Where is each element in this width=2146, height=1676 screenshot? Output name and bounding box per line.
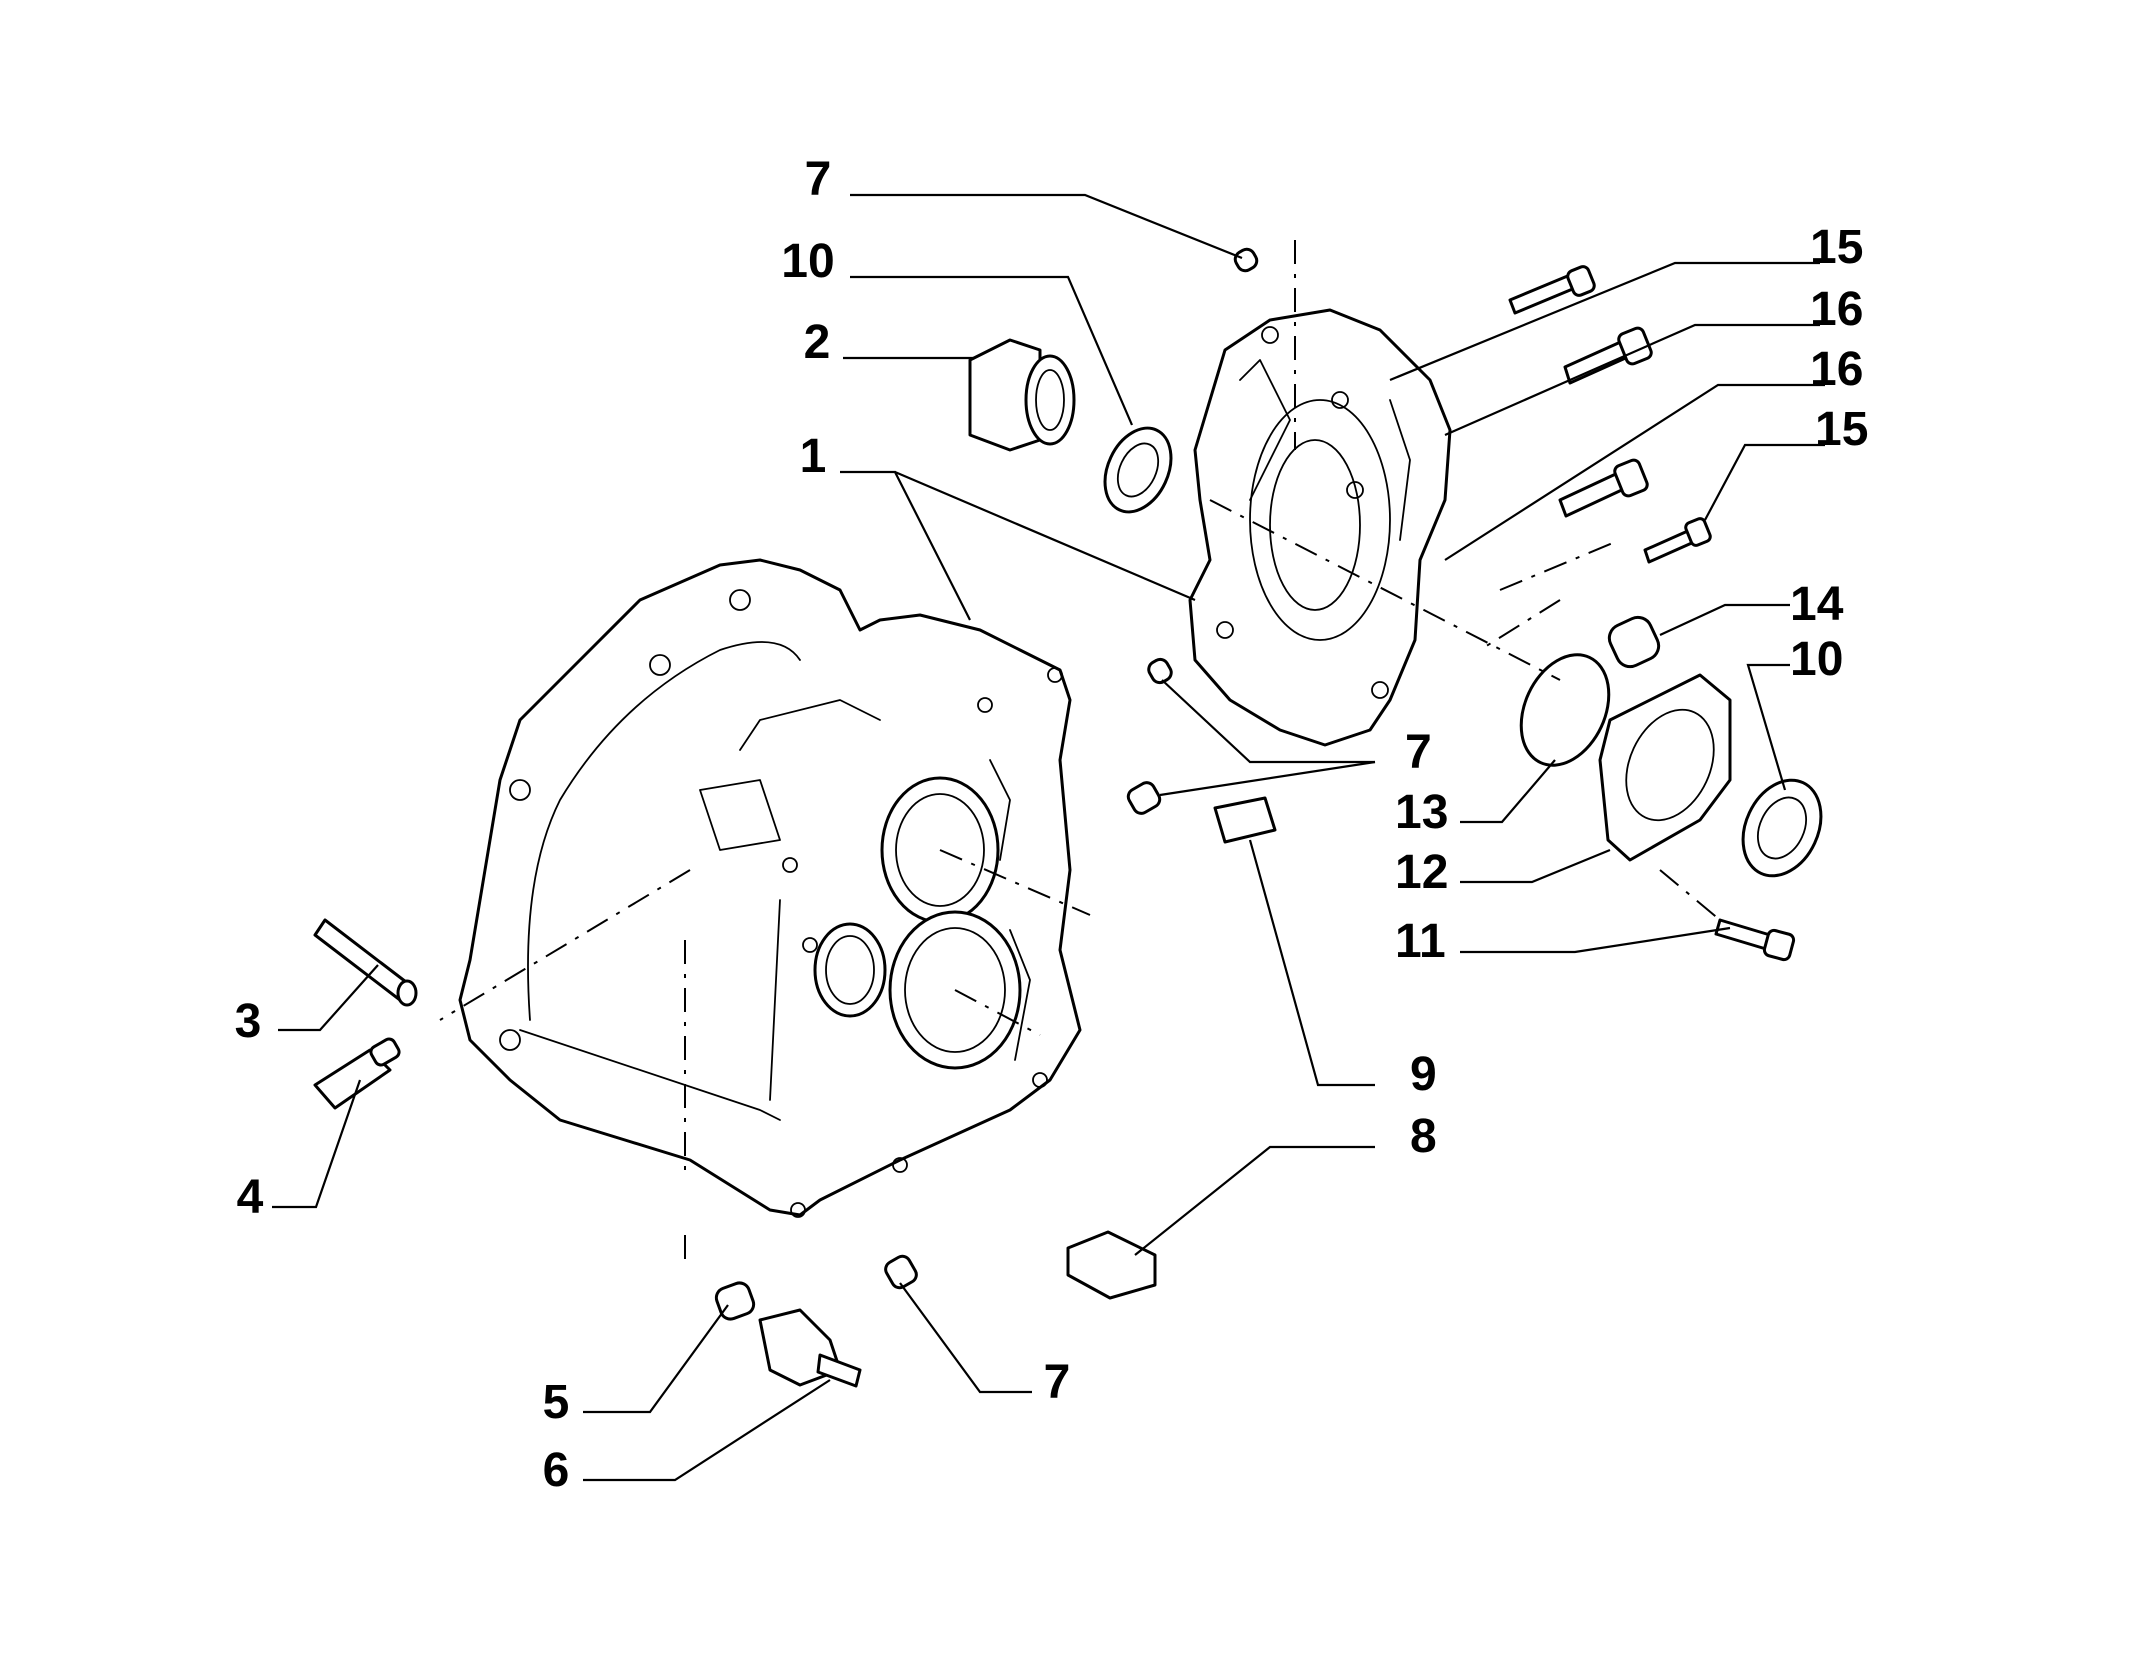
callout-2: 2 bbox=[804, 316, 831, 369]
callout-15-lower: 15 bbox=[1815, 403, 1868, 456]
oil-seal-upper bbox=[1103, 426, 1173, 514]
callout-15-upper: 15 bbox=[1810, 221, 1863, 274]
guide-sleeve-part bbox=[968, 338, 1076, 452]
callout-16-upper: 16 bbox=[1810, 283, 1863, 336]
callout-labels: 7 10 2 1 15 16 16 15 14 10 7 13 12 11 9 … bbox=[235, 153, 1869, 1497]
callout-7-middle: 7 bbox=[1405, 726, 1432, 779]
bolts-upper-right bbox=[1508, 265, 1712, 564]
callout-5: 5 bbox=[543, 1376, 570, 1429]
callout-7-upper: 7 bbox=[805, 153, 832, 206]
switch-part bbox=[758, 1308, 862, 1388]
callout-12: 12 bbox=[1395, 846, 1448, 899]
callout-13: 13 bbox=[1395, 786, 1448, 839]
callout-14: 14 bbox=[1790, 578, 1844, 631]
dowel-pin-middle-a bbox=[1147, 657, 1173, 685]
gearbox-housing bbox=[458, 558, 1082, 1218]
callout-10-upper: 10 bbox=[781, 235, 834, 288]
callout-16-lower: 16 bbox=[1810, 343, 1863, 396]
callout-1: 1 bbox=[800, 430, 827, 483]
bush-part bbox=[1607, 615, 1661, 669]
leader-lines bbox=[272, 193, 1825, 1482]
stud-part bbox=[313, 918, 418, 1007]
callout-8: 8 bbox=[1410, 1110, 1437, 1163]
plate-part bbox=[1066, 1230, 1157, 1300]
dowel-pin-middle-b bbox=[1126, 781, 1162, 815]
bearing-flange bbox=[1598, 673, 1732, 862]
dowel-pin-lower bbox=[884, 1254, 918, 1290]
axis-lines bbox=[439, 240, 1721, 1265]
callout-10-lower: 10 bbox=[1790, 633, 1843, 686]
dowel-pin-upper bbox=[1233, 247, 1259, 273]
sensor-part bbox=[313, 1037, 401, 1110]
oil-seal-lower bbox=[1741, 778, 1823, 878]
o-ring bbox=[1519, 653, 1611, 767]
flange-bolt bbox=[1714, 918, 1796, 962]
callout-4: 4 bbox=[237, 1171, 264, 1224]
callout-7-lower: 7 bbox=[1044, 1356, 1071, 1409]
callout-9: 9 bbox=[1410, 1048, 1437, 1101]
callout-3: 3 bbox=[235, 995, 262, 1048]
gearbox-end-cover bbox=[1188, 308, 1452, 747]
callout-6: 6 bbox=[543, 1444, 570, 1497]
magnet-block bbox=[1213, 796, 1277, 844]
callout-11: 11 bbox=[1395, 915, 1446, 968]
